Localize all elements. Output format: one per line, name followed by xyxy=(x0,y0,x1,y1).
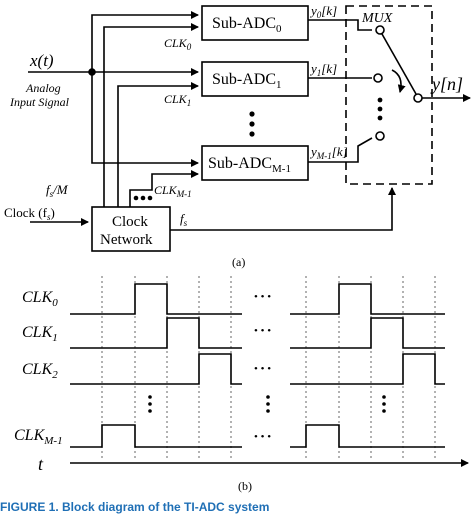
clock-network-label-1: Clock xyxy=(112,214,148,230)
timing-ellipsis-row2: • • • xyxy=(254,363,271,375)
caption-a: (a) xyxy=(232,255,245,269)
y0-label: y0[k] xyxy=(309,3,337,20)
adc-ellipsis xyxy=(249,111,255,137)
mux-label: MUX xyxy=(361,11,393,26)
timing-vertical-ellipsis xyxy=(148,395,386,413)
clkm1-waveform-b xyxy=(290,424,445,448)
mux-ellipsis xyxy=(377,97,383,121)
clkm1-waveform-a xyxy=(70,424,242,448)
figure-caption: FIGURE 1. Block diagram of the TI-ADC sy… xyxy=(0,500,270,514)
fs-label: fs xyxy=(180,211,188,228)
time-label: t xyxy=(38,454,44,474)
clk0-line-label: CLK0 xyxy=(164,36,192,52)
timing-ellipsis-row3: • • • xyxy=(254,431,271,443)
clock-network-label-2: Network xyxy=(100,232,153,248)
sub-adc-0-box xyxy=(201,5,309,41)
clk1-line-label: CLK1 xyxy=(164,92,191,108)
sub-adc-m1-box xyxy=(201,145,309,181)
output-label: y[n] xyxy=(430,74,463,94)
sub-adc-1-label: Sub-ADC1 xyxy=(212,71,282,91)
input-signal-label: x(t) xyxy=(29,51,54,70)
clk1-waveform-a xyxy=(70,317,242,349)
clk2-waveform-b xyxy=(290,353,445,385)
clock-network-box xyxy=(91,206,171,252)
sub-adc-1-box xyxy=(201,61,309,97)
y1-label: y1[k] xyxy=(309,61,337,78)
clock-input-label: Clock (fs) xyxy=(4,205,55,222)
mux-box xyxy=(345,5,433,185)
analog-label-line1: Analog xyxy=(25,81,61,95)
sub-adc-0-label: Sub-ADC0 xyxy=(212,15,282,35)
clock-ellipsis xyxy=(133,195,153,201)
clkm1-line-label: CLKM-1 xyxy=(154,183,192,199)
caption-b: (b) xyxy=(238,479,252,493)
clk0-waveform-a xyxy=(70,283,242,315)
clk2-signal-label: CLK2 xyxy=(22,361,58,381)
clk0-waveform-b xyxy=(290,283,445,315)
timing-ellipsis-row1: • • • xyxy=(254,325,271,337)
block-diagram xyxy=(28,5,471,252)
clk1-waveform-b xyxy=(290,317,445,349)
clk0-signal-label: CLK0 xyxy=(22,289,58,309)
timing-waveforms xyxy=(70,283,469,467)
fs-over-m-label: fs/M xyxy=(46,182,69,199)
clkm1-signal-label: CLKM-1 xyxy=(14,427,63,447)
timing-ellipsis-row0: • • • xyxy=(254,291,271,303)
analog-label-line2: Input Signal xyxy=(9,95,70,109)
clk1-signal-label: CLK1 xyxy=(22,324,58,344)
ym1-label: yM-1[k] xyxy=(309,144,348,161)
sub-adc-m1-label: Sub-ADCM-1 xyxy=(208,155,291,175)
clk2-waveform-a xyxy=(70,353,242,385)
